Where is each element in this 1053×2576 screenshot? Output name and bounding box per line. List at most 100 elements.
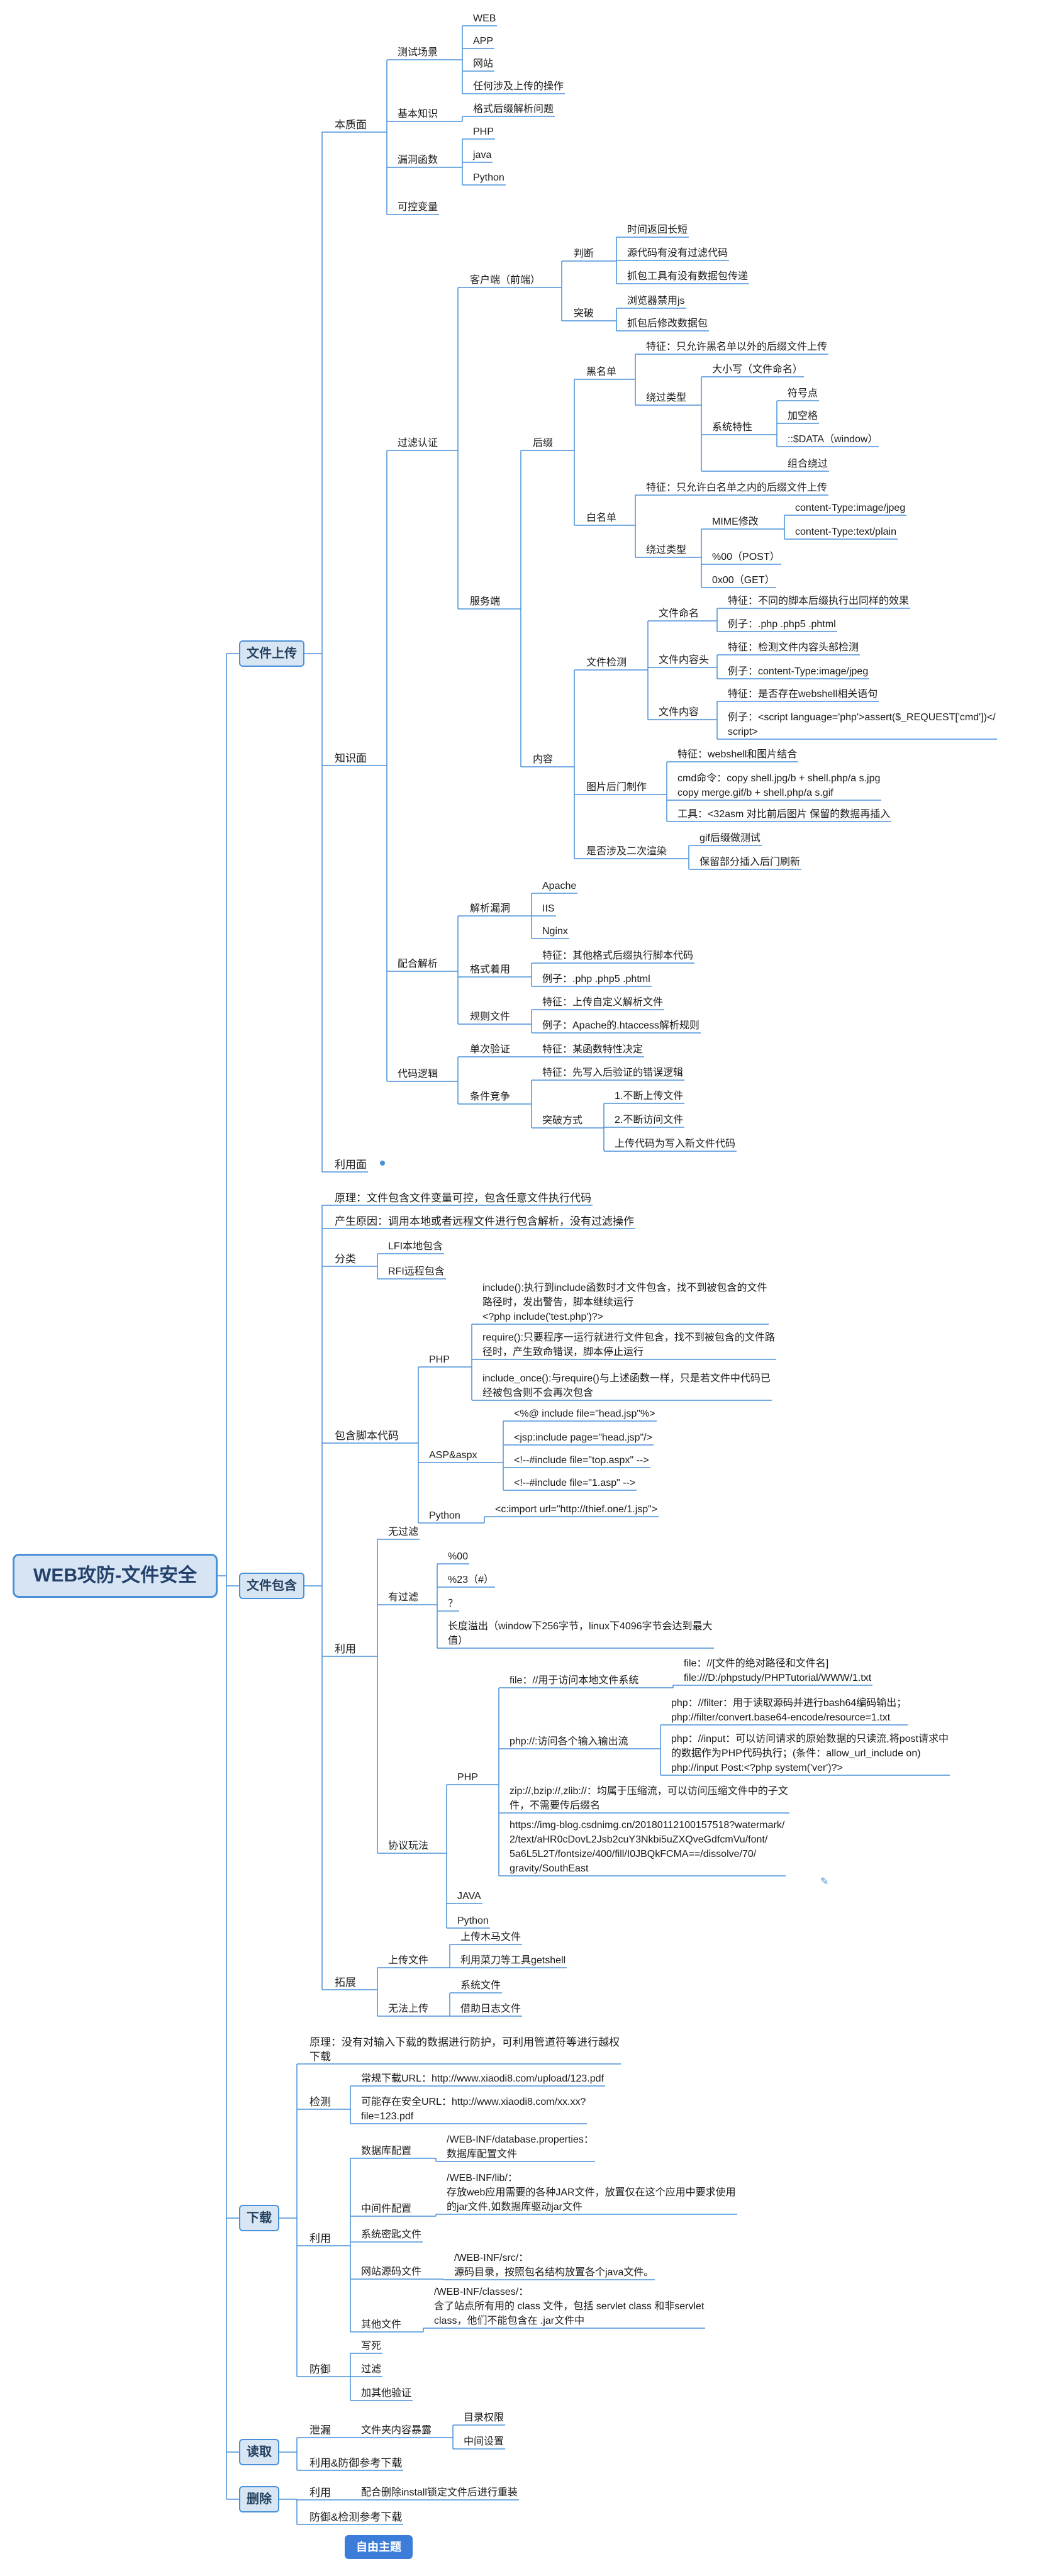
node-branches-upload-knowledge-filter-server-content-detect-body-label[interactable]: 文件内容 <box>659 707 699 718</box>
node-branches-include-use-proto-php-stream-items-0[interactable]: php：//filter：用于读取源码并进行bash64编码输出； php://… <box>671 1698 907 1723</box>
node-branches-download-use-middle-label[interactable]: 中间件配置 <box>361 2204 412 2214</box>
node-branches-upload-knowledge-filter-server-content-imgdoor-items-1[interactable]: cmd命令：copy shell.jpg/b + shell.php/a s.j… <box>677 773 881 798</box>
node-branches-upload-knowledge-parse-vuln-items-2[interactable]: Nginx <box>542 926 568 937</box>
node-branches-upload-knowledge-parse-vuln-label[interactable]: 解析漏洞 <box>470 903 511 914</box>
node-branches-include-script-php-items-2[interactable]: include_once():与require()与上述函数一样，只是若文件中代… <box>482 1373 771 1398</box>
node-branches-upload-knowledge-filter-client-judge-items-1[interactable]: 源代码有没有过滤代码 <box>627 248 728 259</box>
node-branches-include-expand-noupload-items-1[interactable]: 借助日志文件 <box>460 2004 521 2014</box>
node-branches-download-defend-items-0[interactable]: 写死 <box>361 2341 382 2351</box>
node-branches-upload-essence-label[interactable]: 本质面 <box>335 119 367 131</box>
node-branches-upload-knowledge-filter-server-suffix-white-bypass-post[interactable]: %00（POST） <box>712 552 780 562</box>
node-branches-download-detect-items-0[interactable]: 常规下载URL：http://www.xiaodi8.com/upload/12… <box>361 2073 604 2084</box>
node-branches-upload-knowledge-logic-label[interactable]: 代码逻辑 <box>398 1069 438 1079</box>
node-branches-upload-knowledge-filter-server-content-detect-head-label[interactable]: 文件内容头 <box>659 655 710 666</box>
node-branches-upload-knowledge-logic-race-bypass-items-1[interactable]: 2.不断访问文件 <box>615 1115 684 1125</box>
node-branches-upload-essence-scene-items-1[interactable]: APP <box>473 36 494 47</box>
node-branches-upload-knowledge-filter-client-judge-items-0[interactable]: 时间返回长短 <box>627 225 688 235</box>
node-branches-upload-knowledge-parse-vuln-items-0[interactable]: Apache <box>542 881 577 891</box>
node-branches-download-detect-items-1[interactable]: 可能存在安全URL：http://www.xiaodi8.com/xx.xx? … <box>361 2097 586 2122</box>
node-branches-include-script-asp-label[interactable]: ASP&aspx <box>429 1450 477 1461</box>
node-branches-upload-knowledge-filter-server-content-detect-name-items-0[interactable]: 特征：不同的脚本后缀执行出同样的效果 <box>728 596 910 606</box>
node-branches-read-leak-label[interactable]: 泄漏 <box>309 2424 331 2436</box>
node-branches-download-use-other-items-0[interactable]: /WEB-INF/classes/： 含了站点所有用的 class 文件，包括 … <box>434 2287 705 2326</box>
node-branches-include-use-proto-php-file-label[interactable]: file：//用于访问本地文件系统 <box>510 1675 639 1686</box>
node-branches-upload-knowledge-parse-rule-items-0[interactable]: 特征：上传自定义解析文件 <box>542 997 664 1008</box>
node-branches-include-use-label[interactable]: 利用 <box>335 1643 356 1655</box>
node-branches-include-use-proto-php-file-items-0[interactable]: file：//[文件的绝对路径和文件名] file:///D:/phpstudy… <box>684 1658 872 1683</box>
node-branches-download-use-src-label[interactable]: 网站源码文件 <box>361 2267 422 2277</box>
node-branches-upload-knowledge-filter-client-judge-label[interactable]: 判断 <box>574 248 594 259</box>
node-branches-upload-knowledge-filter-server-suffix-white-bypass-mime-items-0[interactable]: content-Type:image/jpeg <box>795 503 906 513</box>
node-branches-upload-essence-func-items-1[interactable]: java <box>473 150 492 160</box>
node-branches-upload-essence-basic-items-0[interactable]: 格式后缀解析问题 <box>473 104 554 114</box>
node-branches-upload-knowledge-filter-server-suffix-black-bypass-combo[interactable]: 组合绕过 <box>788 459 828 469</box>
node-branches-upload-knowledge-filter-server-content-detect-body-items-0[interactable]: 特征：是否存在webshell相关语句 <box>728 689 878 700</box>
node-branches-upload-knowledge-filter-server-content-detect-name-label[interactable]: 文件命名 <box>659 608 699 619</box>
node-branches-upload-knowledge-parse-rule-items-1[interactable]: 例子：Apache的.htaccess解析规则 <box>542 1020 699 1031</box>
node-branches-upload-knowledge-filter-client-label[interactable]: 客户端（前端） <box>470 275 541 286</box>
node-branches-upload-knowledge-label[interactable]: 知识面 <box>335 752 367 764</box>
node-branches-include-script-asp-items-3[interactable]: <!--#include file="1.asp" --> <box>514 1478 636 1488</box>
node-branches-upload-knowledge-logic-race-bypass-items-2[interactable]: 上传代码为写入新文件代码 <box>615 1139 736 1149</box>
node-branches-upload-knowledge-filter-client-bypass-items-0[interactable]: 浏览器禁用js <box>627 296 685 306</box>
edit-pencil-icon[interactable]: ✎ <box>820 1876 829 1887</box>
node-branches-upload-knowledge-filter-server-content-label[interactable]: 内容 <box>533 754 554 765</box>
node-branches-include-use-proto-php-stream-label[interactable]: php://:访问各个输入输出流 <box>510 1736 628 1747</box>
node-branches-include-use-proto-python[interactable]: Python <box>457 1915 489 1926</box>
node-branches-read-leak-sub-items-0[interactable]: 目录权限 <box>464 2412 504 2423</box>
node-branches-upload-knowledge-filter-server-content-detect-label[interactable]: 文件检测 <box>586 657 627 668</box>
node-branches-upload-knowledge-filter-label[interactable]: 过滤认证 <box>398 438 438 449</box>
node-branches-upload-knowledge-filter-server-content-second-items-0[interactable]: gif后缀做测试 <box>699 833 760 844</box>
node-branches-include-type-label[interactable]: 分类 <box>335 1253 356 1265</box>
node-branches-include-use-proto-php-stream-items-1[interactable]: php：//input：可以访问请求的原始数据的只读流,将post请求中 的数据… <box>671 1734 949 1773</box>
node-branches-upload-knowledge-filter-server-content-imgdoor-items-0[interactable]: 特征：webshell和图片结合 <box>677 749 798 760</box>
node-branches-upload-knowledge-parse-format-label[interactable]: 格式着用 <box>470 964 511 975</box>
node-branches-include-use-filter-items-0[interactable]: %00 <box>448 1551 469 1562</box>
node-branches-upload-use[interactable]: 利用面 <box>335 1159 367 1171</box>
node-branches-include-use-proto-php-zip[interactable]: zip://,bzip://,zlib://：均属于压缩流，可以访问压缩文件中的… <box>510 1786 788 1811</box>
node-branches-upload-knowledge-filter-server-suffix-black-feature[interactable]: 特征：只允许黑名单以外的后缀文件上传 <box>646 342 828 352</box>
node-branches-upload-essence-var[interactable]: 可控变量 <box>398 202 438 213</box>
node-branches-upload-knowledge-filter-server-suffix-white-label[interactable]: 白名单 <box>586 513 617 523</box>
node-branches-upload-essence-scene-items-3[interactable]: 任何涉及上传的操作 <box>473 81 564 92</box>
node-branches-upload-knowledge-filter-server-suffix-white-feature[interactable]: 特征：只允许白名单之内的后缀文件上传 <box>646 482 828 493</box>
node-branches-delete-ref[interactable]: 防御&检测参考下载 <box>309 2511 403 2523</box>
node-branches-upload-knowledge-filter-client-bypass-label[interactable]: 突破 <box>574 308 594 319</box>
node-branches-include-use-nofilter[interactable]: 无过滤 <box>388 1527 419 1537</box>
node-branches-upload-knowledge-filter-server-content-second-label[interactable]: 是否涉及二次渲染 <box>586 846 667 857</box>
node-branches-download-use-sys[interactable]: 系统密匙文件 <box>361 2229 422 2240</box>
node-branches-download-use-db-label[interactable]: 数据库配置 <box>361 2146 412 2156</box>
node-branches-download-use-other-label[interactable]: 其他文件 <box>361 2319 402 2330</box>
node-branches-include-script-asp-items-2[interactable]: <!--#include file="top.aspx" --> <box>514 1455 649 1466</box>
node-branches-download-defend-items-2[interactable]: 加其他验证 <box>361 2388 412 2399</box>
branch-read[interactable]: 读取 <box>239 2439 279 2465</box>
node-branches-upload-knowledge-logic-race-bypass-items-0[interactable]: 1.不断上传文件 <box>615 1091 684 1101</box>
branch-delete[interactable]: 删除 <box>239 2486 279 2512</box>
node-branches-upload-knowledge-filter-server-suffix-white-bypass-mime-label[interactable]: MIME修改 <box>712 516 759 527</box>
node-branches-upload-essence-func-items-0[interactable]: PHP <box>473 126 494 137</box>
branch-download[interactable]: 下载 <box>239 2205 279 2231</box>
node-branches-upload-essence-scene-items-2[interactable]: 网站 <box>473 59 494 69</box>
node-branches-include-expand-label[interactable]: 拓展 <box>335 1977 356 1988</box>
node-branches-upload-knowledge-filter-client-bypass-items-1[interactable]: 抓包后修改数据包 <box>627 318 708 329</box>
node-branches-include-expand-upload-items-1[interactable]: 利用菜刀等工具getshell <box>460 1955 566 1966</box>
node-branches-upload-knowledge-filter-server-suffix-white-bypass-get[interactable]: 0x00（GET） <box>712 575 775 586</box>
node-branches-read-leak-sub-items-1[interactable]: 中间设置 <box>464 2436 504 2447</box>
node-branches-upload-knowledge-filter-server-suffix-black-bypass-sys-items-2[interactable]: ::$DATA（window） <box>788 434 878 445</box>
node-branches-include-script-label[interactable]: 包含脚本代码 <box>335 1430 399 1442</box>
node-branches-upload-essence-func-items-2[interactable]: Python <box>473 172 504 183</box>
node-branches-upload-knowledge-parse-vuln-items-1[interactable]: IIS <box>542 903 555 914</box>
node-branches-delete-use-items-0[interactable]: 配合删除install锁定文件后进行重装 <box>361 2487 518 2498</box>
node-branches-include-type-items-0[interactable]: LFI本地包含 <box>388 1241 443 1252</box>
free-topic-button[interactable]: 自由主题 <box>345 2535 413 2559</box>
node-branches-include-script-php-label[interactable]: PHP <box>429 1354 450 1365</box>
root-topic[interactable]: WEB攻防-文件安全 <box>13 1554 218 1598</box>
node-branches-upload-knowledge-filter-server-content-detect-body-items-1[interactable]: 例子：<script language='php'>assert($_REQUE… <box>728 712 996 737</box>
node-branches-include-use-filter-label[interactable]: 有过滤 <box>388 1592 419 1603</box>
node-branches-include-use-proto-label[interactable]: 协议玩法 <box>388 1841 429 1851</box>
node-branches-upload-knowledge-parse-format-items-1[interactable]: 例子：.php .php5 .phtml <box>542 974 650 984</box>
node-branches-upload-knowledge-filter-server-suffix-black-bypass-sys-items-1[interactable]: 加空格 <box>788 411 818 421</box>
node-branches-download-principle[interactable]: 原理：没有对输入下载的数据进行防护，可利用管道符等进行越权 下载 <box>309 2036 620 2063</box>
node-branches-include-expand-noupload-items-0[interactable]: 系统文件 <box>460 1980 501 1991</box>
node-branches-download-defend-label[interactable]: 防御 <box>309 2363 331 2375</box>
